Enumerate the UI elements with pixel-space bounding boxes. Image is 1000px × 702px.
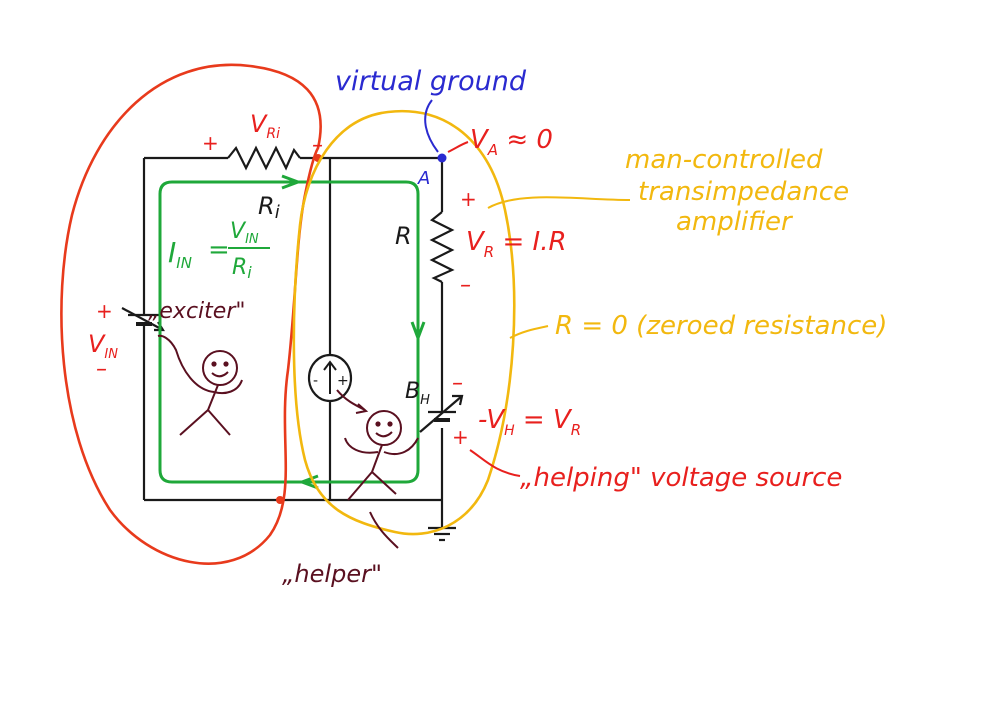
svg-text:+: + bbox=[337, 373, 349, 389]
svg-text:Ri: Ri bbox=[232, 255, 252, 282]
node-a-label: A bbox=[417, 168, 430, 189]
minus-sign: – bbox=[312, 133, 323, 158]
ri-label: Ri bbox=[258, 192, 280, 223]
junction-dot bbox=[276, 496, 284, 504]
virtual-ground-label: virtual ground bbox=[335, 66, 527, 97]
stick-figure-icon bbox=[157, 334, 243, 436]
amplifier-title-line3: amplifier bbox=[676, 207, 794, 237]
vh-label: -VH = VR bbox=[478, 405, 581, 439]
helper-label: „helper" bbox=[282, 560, 382, 588]
battery-icon bbox=[121, 307, 165, 340]
helping-source-label: „helping" voltage source bbox=[520, 463, 842, 493]
stick-figure-icon bbox=[336, 389, 419, 501]
node-a-dot bbox=[437, 153, 447, 163]
pointer-lines bbox=[369, 99, 631, 549]
exciter-label: „exciter" bbox=[148, 299, 246, 324]
va-label: VA ≈ 0 bbox=[470, 125, 553, 159]
vin-label: VIN bbox=[88, 330, 118, 362]
iin-formula: IIN = VIN Ri bbox=[168, 219, 270, 282]
zeroed-resistance-label: R = 0 (zeroed resistance) bbox=[555, 311, 887, 341]
amplifier-title-line1: man-controlled bbox=[625, 145, 823, 175]
svg-text:=: = bbox=[208, 235, 230, 265]
current-source-icon: - + bbox=[307, 353, 353, 403]
svg-text:-: - bbox=[313, 373, 318, 389]
minus-sign: – bbox=[96, 357, 107, 382]
plus-sign: + bbox=[202, 131, 219, 155]
resistor-icon bbox=[429, 211, 455, 283]
vr-label: VR = I.R bbox=[466, 227, 567, 261]
circuit-wires bbox=[142, 156, 444, 528]
bh-label: BH bbox=[405, 379, 430, 408]
resistor-icon bbox=[227, 145, 301, 171]
r-label: R bbox=[395, 222, 412, 250]
vri-label: VRi bbox=[250, 110, 280, 142]
plus-sign: + bbox=[460, 187, 477, 211]
svg-text:VIN: VIN bbox=[230, 219, 259, 247]
battery-icon bbox=[419, 392, 464, 433]
amplifier-loop bbox=[292, 109, 516, 536]
svg-text:IIN: IIN bbox=[168, 236, 192, 272]
plus-sign: + bbox=[96, 299, 113, 323]
minus-sign: – bbox=[460, 273, 471, 298]
amplifier-title-line2: transimpedance bbox=[638, 177, 849, 207]
plus-sign: + bbox=[452, 425, 469, 449]
minus-sign: – bbox=[452, 371, 463, 396]
